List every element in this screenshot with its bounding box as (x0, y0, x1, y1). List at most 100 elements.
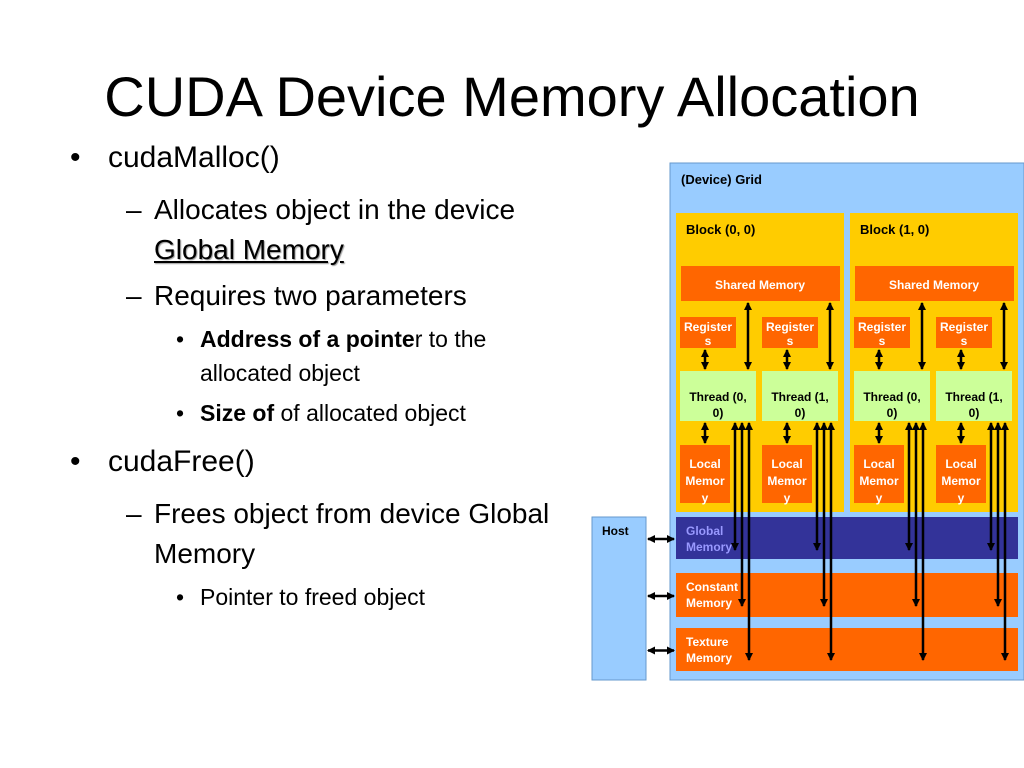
local-memory-box (936, 445, 986, 503)
block-label: Block (1, 0) (860, 222, 929, 237)
shared-memory-box (681, 266, 840, 301)
thread-label-line: Thread (0, (689, 390, 746, 404)
slide-title: CUDA Device Memory Allocation (104, 65, 920, 128)
bullet-dot-icon: • (176, 400, 185, 426)
registers-label-line: Register (858, 320, 906, 334)
sub-sub-bullet-text: Pointer to freed object (200, 584, 426, 610)
sub-sub-bullet-text: of allocated object (274, 400, 466, 426)
registers-box (854, 317, 910, 348)
thread-label: Thread (0, 0) (863, 390, 920, 420)
registers-label-line: s (879, 334, 886, 348)
registers-label-line: Register (684, 320, 732, 334)
shared-memory-box (855, 266, 1014, 301)
bullet-dot-icon: • (70, 445, 81, 478)
sub-sub-bullet-address: • Address of a pointer to the allocated o… (70, 322, 570, 390)
global-memory-label-line: Memory (686, 540, 732, 554)
constant-memory-label-line: Memory (686, 596, 732, 610)
global-memory-label-line: Global (686, 524, 723, 538)
local-memory-label-line: Local (863, 457, 894, 471)
local-memory-label-line: Memor (767, 474, 807, 488)
sub-bullet-text: Requires two parameters (154, 280, 467, 311)
local-memory-label-line: y (702, 491, 709, 505)
local-memory-box (854, 445, 904, 503)
sub-bullet-frees: –Frees object from device Global Memory (70, 494, 570, 574)
thread-label-line: 0) (887, 406, 898, 420)
thread-label-line: 0) (713, 406, 724, 420)
thread-box (680, 371, 756, 421)
bullet-text: cudaMalloc() (108, 141, 280, 174)
local-memory-label-line: Local (771, 457, 802, 471)
global-memory-link[interactable]: Global Memory (154, 234, 344, 265)
constant-memory-label-line: Constant (686, 580, 738, 594)
bullet-text: cudaFree() (108, 445, 255, 478)
local-memory-box (680, 445, 730, 503)
sub-sub-bullet-text: r to the allocated object (200, 326, 487, 386)
local-memory-label-line: Memor (941, 474, 981, 488)
registers-label-line: Register (766, 320, 814, 334)
host-label: Host (602, 524, 629, 538)
dash-icon: – (126, 194, 142, 225)
registers-label-line: s (787, 334, 794, 348)
texture-memory-band (676, 628, 1018, 671)
host-box (591, 516, 647, 681)
shared-memory-label: Shared Memory (889, 278, 979, 292)
sub-bullet-allocates: –Allocates object in the device Global M… (70, 190, 570, 270)
sub-bullet-text: Frees object from device Global Memory (154, 498, 550, 569)
bullet-dot-icon: • (176, 326, 185, 352)
thread-box (762, 371, 838, 421)
block-label: Block (0, 0) (686, 222, 755, 237)
bold-text: Address of a pointe (200, 326, 415, 352)
local-memory-label-line: Memor (859, 474, 899, 488)
shared-memory-label: Shared Memory (715, 278, 805, 292)
thread-label-line: 0) (795, 406, 806, 420)
registers-label-line: s (705, 334, 712, 348)
local-memory-label-line: Local (689, 457, 720, 471)
local-memory-label-line: y (958, 491, 965, 505)
thread-label-line: Thread (0, (863, 390, 920, 404)
bullet-cudafree: • cudaFree() (70, 444, 570, 480)
registers-label-line: s (961, 334, 968, 348)
dash-icon: – (126, 498, 142, 529)
thread-label-line: Thread (1, (945, 390, 1002, 404)
local-memory-label-line: y (876, 491, 883, 505)
bullet-dot-icon: • (70, 141, 81, 174)
dash-icon: – (126, 280, 142, 311)
local-memory-label-line: Memor (685, 474, 725, 488)
sub-sub-bullet-size: • Size of of allocated object (70, 396, 570, 430)
sub-sub-bullet-pointer: • Pointer to freed object (70, 580, 570, 614)
thread-label: Thread (1, 0) (945, 390, 1002, 420)
registers-box (762, 317, 818, 348)
constant-memory-band (676, 573, 1018, 617)
thread-box (854, 371, 930, 421)
thread-box (936, 371, 1012, 421)
texture-memory-label-line: Texture (686, 635, 729, 649)
registers-box (680, 317, 736, 348)
thread-label-line: 0) (969, 406, 980, 420)
texture-memory-label-line: Memory (686, 651, 732, 665)
local-memory-box (762, 445, 812, 503)
sub-bullet-requires: –Requires two parameters (70, 276, 570, 316)
bullet-dot-icon: • (176, 584, 185, 610)
local-memory-label-line: y (784, 491, 791, 505)
registers-label-line: Register (940, 320, 988, 334)
registers-box (936, 317, 992, 348)
grid-label: (Device) Grid (681, 172, 762, 187)
sub-bullet-text: Allocates object in the device (154, 194, 516, 225)
thread-label: Thread (1,0) (771, 390, 828, 420)
bullet-cudamalloc: • cudaMalloc() (70, 140, 570, 176)
thread-label: Thread (0, 0) (689, 390, 746, 420)
bold-text: Size of (200, 400, 275, 426)
bullet-list: •cudaMalloc() –Allocates object in the d… (70, 140, 570, 620)
